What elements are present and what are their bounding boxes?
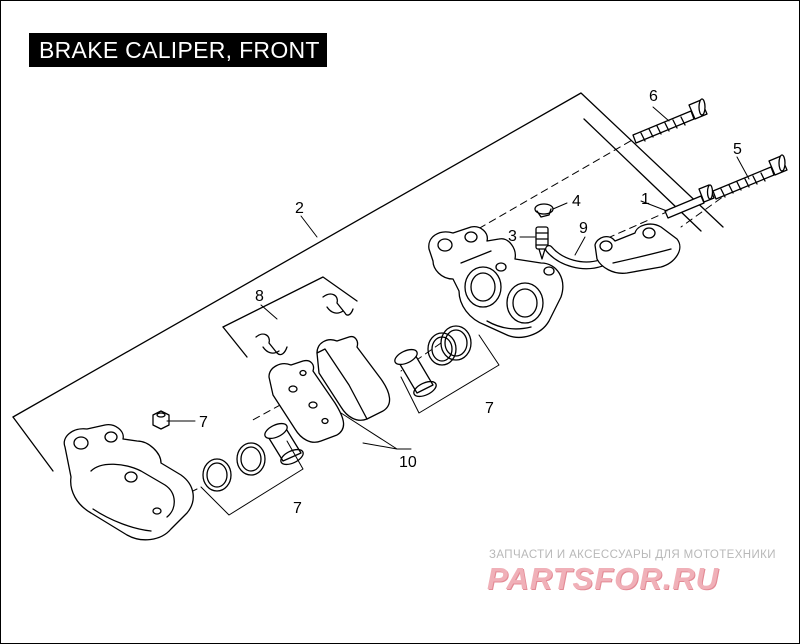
callout-2: 2 <box>295 200 304 217</box>
piston-seal-group-right <box>394 325 472 398</box>
brake-pads-item-10 <box>268 335 391 443</box>
pin-bolt-item-1 <box>664 184 715 219</box>
watermark-logo: PARTSFOR.RU <box>487 561 720 596</box>
callout-8: 8 <box>255 288 264 305</box>
outer-caliper-half <box>63 424 194 541</box>
callout-1: 1 <box>641 191 650 208</box>
inner-caliper-half <box>428 226 564 338</box>
bolt-item-6 <box>632 98 708 144</box>
bracket-item-8 <box>222 276 358 358</box>
bolt-item-5 <box>712 154 788 200</box>
callout-7-left-seals: 7 <box>293 500 302 517</box>
callout-labels: 1 2 3 4 5 6 7 7 7 8 9 10 <box>199 88 742 517</box>
mounting-bracket <box>594 223 681 274</box>
callout-4: 4 <box>572 193 581 210</box>
bleeder-cap-item-4 <box>534 203 554 218</box>
bleeder-nipple-item-7 <box>152 410 170 430</box>
callout-5: 5 <box>733 141 742 158</box>
crossover-tube-item-9 <box>545 245 605 270</box>
callout-9: 9 <box>579 220 588 237</box>
callout-3: 3 <box>508 228 517 245</box>
callout-6: 6 <box>649 88 658 105</box>
piston-seal-group-left <box>202 422 304 492</box>
diagram-title: BRAKE CALIPER, FRONT <box>29 33 327 67</box>
callout-7-right-seals: 7 <box>485 400 494 417</box>
leader-lines <box>166 106 750 516</box>
callout-10: 10 <box>399 454 417 471</box>
watermark-tagline: ЗАПЧАСТИ И АКСЕССУАРЫ ДЛЯ МОТОТЕХНИКИ <box>489 549 776 561</box>
callout-7-nipple: 7 <box>199 414 208 431</box>
pad-springs-item-8 <box>255 293 354 356</box>
bleeder-valve-item-3 <box>535 226 549 260</box>
